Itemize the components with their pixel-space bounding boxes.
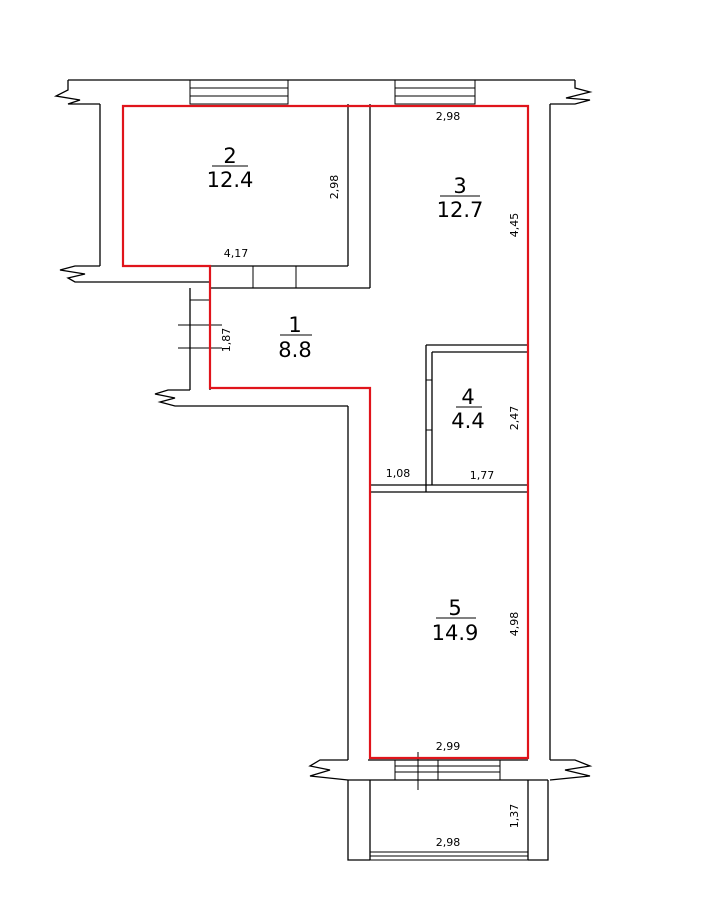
dim-room3-height: 4,45 [508, 213, 521, 238]
svg-text:5: 5 [448, 596, 461, 620]
svg-text:1: 1 [288, 313, 301, 337]
apartment-boundary [121, 104, 530, 760]
dim-balcony-depth: 1,37 [508, 804, 521, 829]
balcony-door [394, 752, 501, 790]
room-label-1: 1 8.8 [278, 313, 312, 362]
svg-text:14.9: 14.9 [432, 621, 479, 645]
dim-balcony-width: 2,98 [436, 836, 461, 849]
svg-text:12.7: 12.7 [437, 198, 484, 222]
room-label-4: 4 4.4 [451, 385, 484, 433]
dim-room5-width: 2,99 [436, 740, 461, 753]
dim-room4-height: 2,47 [508, 406, 521, 431]
room-label-2: 2 12.4 [207, 144, 254, 192]
svg-text:4.4: 4.4 [451, 409, 484, 433]
dim-room1-height: 1,87 [220, 328, 233, 353]
outer-walls [53, 79, 593, 861]
dim-room2-height: 2,98 [328, 175, 341, 200]
room-label-3: 3 12.7 [437, 174, 484, 222]
svg-text:12.4: 12.4 [207, 168, 254, 192]
svg-text:2: 2 [223, 144, 236, 168]
dim-room2-width: 4,17 [224, 247, 249, 260]
dim-room4-width: 1,77 [470, 469, 495, 482]
dim-room5-height: 4,98 [508, 612, 521, 637]
svg-text:8.8: 8.8 [278, 338, 311, 362]
room-label-5: 5 14.9 [432, 596, 479, 645]
svg-text:4: 4 [461, 385, 474, 409]
svg-text:3: 3 [453, 174, 466, 198]
window-top-left [189, 79, 289, 105]
dim-room3-width: 2,98 [436, 110, 461, 123]
dim-corridor-width: 1,08 [386, 467, 411, 480]
window-top-right [394, 79, 476, 105]
